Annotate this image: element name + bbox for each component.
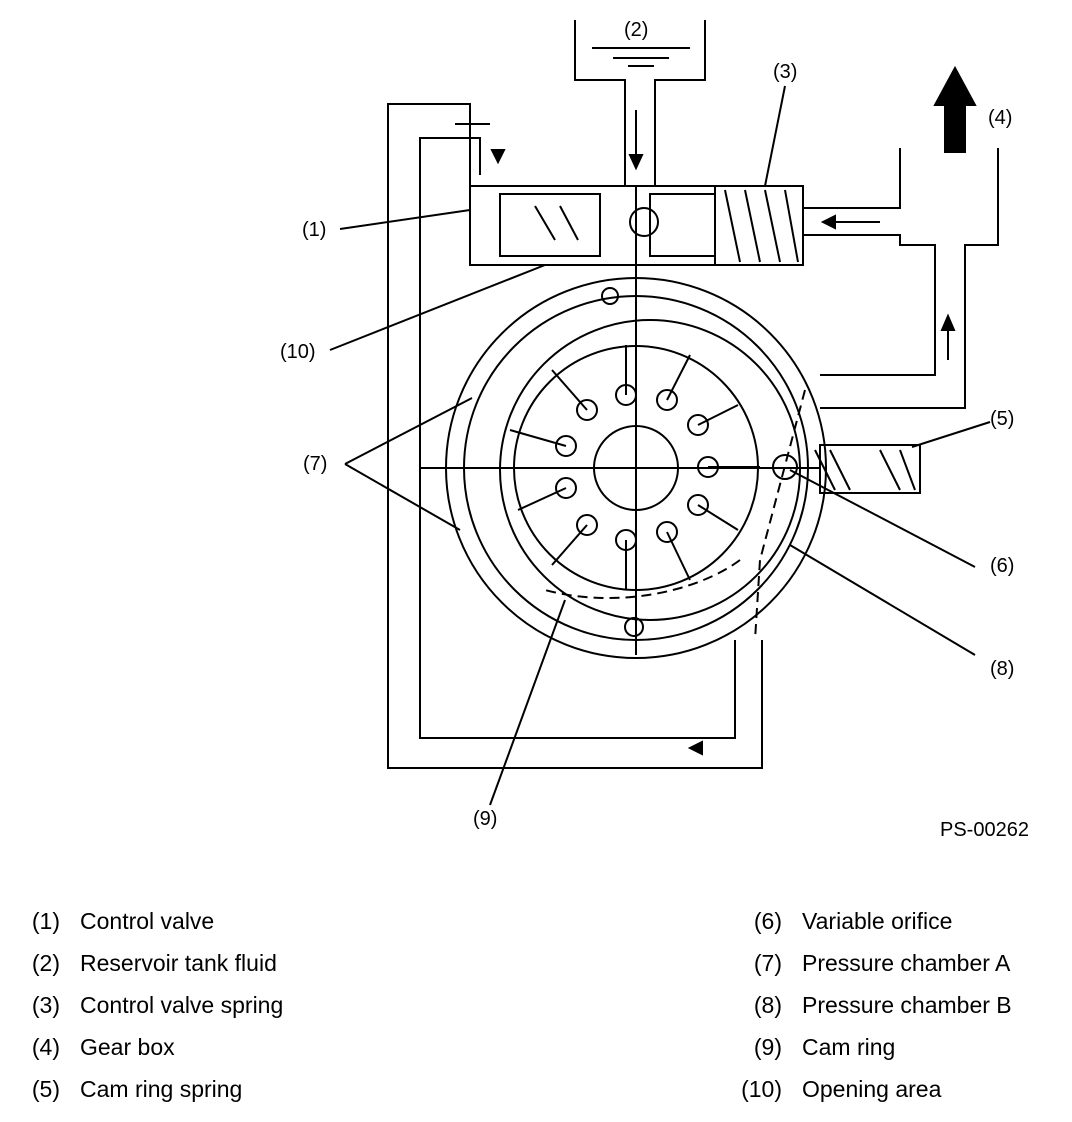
cam-pivot [624, 617, 644, 637]
check-ball [629, 207, 659, 237]
control-valve-spool [499, 193, 601, 257]
callout-3: (3) [773, 61, 797, 83]
legend-label: Cam ring [802, 1034, 896, 1060]
legend-number: (7) [753, 950, 782, 976]
legend-item: (4) Gear box [0, 1026, 283, 1068]
legend-number: (3) [31, 992, 60, 1018]
legend-label: Gear box [80, 1034, 175, 1060]
legend-item: (1) Control valve [0, 900, 283, 942]
legend-item: (10) Opening area [722, 1068, 1012, 1110]
legend-number: (5) [31, 1076, 60, 1102]
legend-item: (8) Pressure chamber B [722, 984, 1012, 1026]
legend-label: Variable orifice [802, 908, 953, 934]
callout-10: (10) [280, 341, 316, 363]
callout-2: (2) [624, 19, 648, 41]
legend-number: (2) [31, 950, 60, 976]
callout-5: (5) [990, 408, 1014, 430]
legend-number: (6) [753, 908, 782, 934]
legend-item: (3) Control valve spring [0, 984, 283, 1026]
control-valve-spring [724, 189, 799, 263]
cam-ring-spring [814, 449, 916, 491]
legend-label: Pressure chamber A [802, 950, 1011, 976]
legend-label: Control valve spring [80, 992, 284, 1018]
cam-ring-spring-housing [819, 444, 921, 494]
legend-number: (10) [741, 1076, 782, 1102]
legend-number: (9) [753, 1034, 782, 1060]
callout-4: (4) [988, 107, 1012, 129]
return-line-outer [387, 103, 763, 769]
legend-number: (8) [753, 992, 782, 1018]
control-valve-spring-housing [714, 185, 804, 266]
legend-item: (6) Variable orifice [722, 900, 1012, 942]
cam-ring [499, 319, 801, 621]
callout-8: (8) [990, 658, 1014, 680]
output-arrow [933, 65, 977, 153]
legend-left: (1) Control valve (2) Reservoir tank fluid… [0, 900, 283, 1110]
gearbox-line [803, 148, 936, 376]
legend-number: (4) [31, 1034, 60, 1060]
callout-1: (1) [302, 219, 326, 241]
callout-7: (7) [303, 453, 327, 475]
legend-item: (7) Pressure chamber A [722, 942, 1012, 984]
legend-right: (6) Variable orifice (7) Pressure chamber … [722, 900, 1012, 1110]
legend-label: Control valve [80, 908, 215, 934]
legend-label: Pressure chamber B [802, 992, 1012, 1018]
legend-label: Reservoir tank fluid [80, 950, 277, 976]
legend-item: (9) Cam ring [722, 1026, 1012, 1068]
legend-label: Opening area [802, 1076, 942, 1102]
reservoir-tank [574, 20, 706, 186]
legend-item: (5) Cam ring spring [0, 1068, 283, 1110]
callout-6: (6) [990, 555, 1014, 577]
legend-item: (2) Reservoir tank fluid [0, 942, 283, 984]
callout-9: (9) [473, 808, 497, 830]
legend-number: (1) [31, 908, 60, 934]
legend-label: Cam ring spring [80, 1076, 243, 1102]
return-line-inner [419, 137, 736, 739]
pump-diagram: (1) (2) (3) (4) (5) (6) (7) (8) (9) (10)… [280, 19, 1029, 841]
figure-code: PS-00262 [940, 819, 1029, 841]
